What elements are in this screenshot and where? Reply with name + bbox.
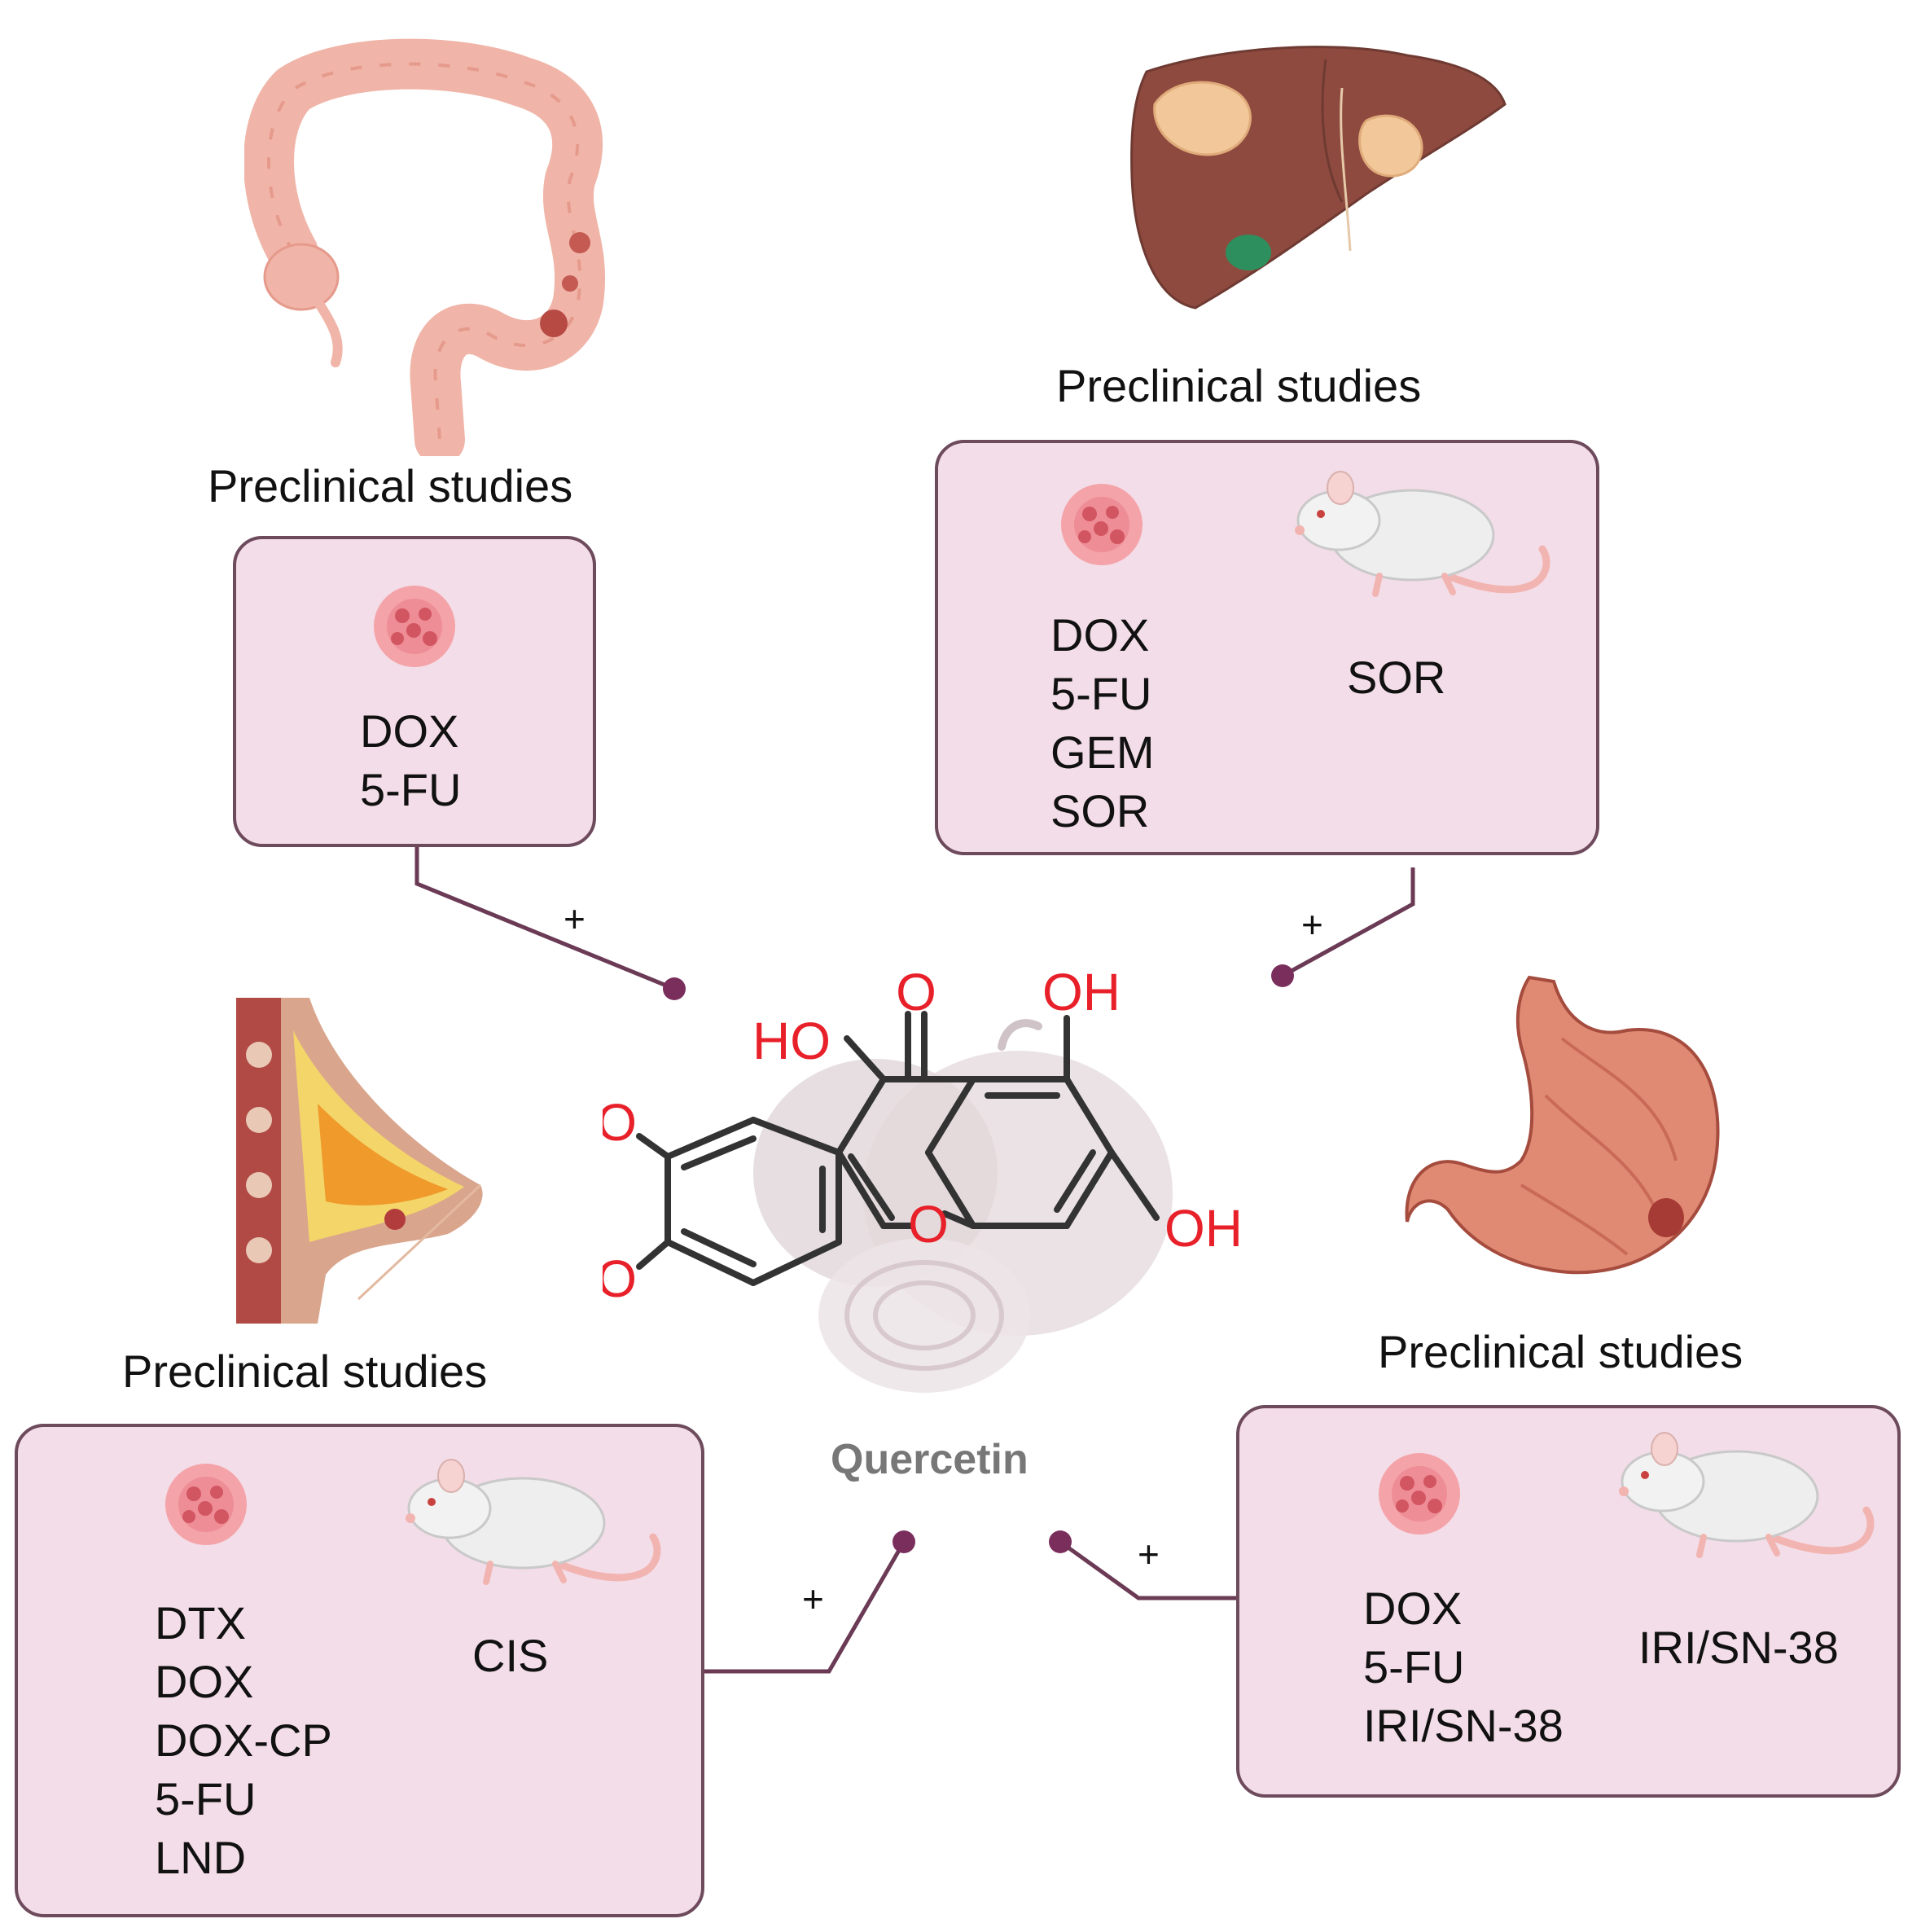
quercetin-structure: O OH HO O OH HO HO bbox=[603, 963, 1243, 1308]
drug-item: IRI/SN-38 bbox=[1638, 1622, 1839, 1673]
atom-carbonyl-o: O bbox=[896, 963, 936, 1021]
drug-item: DOX bbox=[155, 1656, 254, 1707]
connector-stomach bbox=[1059, 1539, 1236, 1600]
colon-heading: Preclinical studies bbox=[208, 460, 573, 512]
connector-node-stomach bbox=[1049, 1530, 1072, 1553]
plus-sign-stomach: + bbox=[1138, 1533, 1160, 1575]
atom-4p-oh: HO bbox=[603, 1249, 637, 1308]
plus-sign-breast: + bbox=[802, 1578, 824, 1620]
atom-5-oh: OH bbox=[1042, 963, 1121, 1021]
drug-item: DOX bbox=[360, 705, 459, 757]
plus-sign-colon: + bbox=[564, 898, 586, 940]
mouse-model-icon bbox=[406, 1459, 661, 1585]
atom-3p-oh: HO bbox=[603, 1093, 637, 1152]
drug-item: CIS bbox=[472, 1630, 549, 1681]
connector-node-breast bbox=[893, 1530, 915, 1553]
drug-item: 5-FU bbox=[1363, 1641, 1465, 1693]
breast-heading: Preclinical studies bbox=[122, 1346, 488, 1397]
connector-liver bbox=[1281, 867, 1415, 978]
drug-item: DOX bbox=[1363, 1583, 1463, 1634]
liver-in-vitro-drugs: DOX 5-FU GEM SOR bbox=[1050, 606, 1155, 841]
cancer-cell-cluster-icon bbox=[374, 586, 455, 667]
colon-organ-icon bbox=[244, 38, 606, 456]
liver-heading: Preclinical studies bbox=[1056, 360, 1422, 411]
stomach-heading: Preclinical studies bbox=[1378, 1326, 1743, 1377]
drug-item: DTX bbox=[155, 1597, 246, 1649]
drug-item: 5-FU bbox=[360, 764, 462, 815]
mouse-model-icon bbox=[1295, 471, 1550, 597]
connector-breast bbox=[704, 1540, 906, 1674]
connector-node-liver bbox=[1271, 964, 1294, 987]
quercetin-label: Quercetin bbox=[831, 1436, 1028, 1483]
stomach-in-vivo-drugs: IRI/SN-38 bbox=[1638, 1618, 1839, 1677]
breast-panel: DTX DOX DOX-CP 5-FU LND CIS bbox=[15, 1424, 704, 1917]
liver-panel: DOX 5-FU GEM SOR SOR bbox=[935, 440, 1599, 855]
mouse-model-icon bbox=[1619, 1432, 1875, 1558]
cancer-cell-cluster-icon bbox=[1379, 1453, 1460, 1535]
breast-in-vivo-drugs: CIS bbox=[472, 1627, 548, 1685]
stomach-organ-icon bbox=[1405, 975, 1720, 1275]
connector-node-colon bbox=[663, 977, 686, 1000]
colon-panel: DOX 5-FU bbox=[233, 536, 596, 847]
cancer-cell-cluster-icon bbox=[1061, 484, 1143, 565]
breast-organ-icon bbox=[236, 998, 483, 1324]
drug-item: 5-FU bbox=[1050, 668, 1152, 719]
connector-colon bbox=[414, 847, 675, 991]
stomach-panel: DOX 5-FU IRI/SN-38 IRI/SN-38 bbox=[1236, 1405, 1901, 1798]
plus-sign-liver: + bbox=[1301, 903, 1323, 946]
breast-in-vitro-drugs: DTX DOX DOX-CP 5-FU LND bbox=[155, 1594, 332, 1887]
drug-item: DOX bbox=[1050, 609, 1150, 661]
drug-item: LND bbox=[155, 1832, 247, 1883]
drug-item: SOR bbox=[1347, 652, 1446, 703]
drug-item: SOR bbox=[1050, 785, 1150, 836]
cancer-cell-cluster-icon bbox=[165, 1464, 247, 1545]
drug-item: DOX-CP bbox=[155, 1715, 332, 1766]
drug-item: 5-FU bbox=[155, 1773, 257, 1824]
liver-in-vivo-drugs: SOR bbox=[1347, 648, 1445, 707]
colon-in-vitro-drugs: DOX 5-FU bbox=[360, 702, 461, 819]
liver-organ-icon bbox=[1130, 46, 1507, 310]
atom-ring-o: O bbox=[908, 1195, 949, 1254]
atom-7-oh: OH bbox=[1164, 1199, 1243, 1258]
drug-item: GEM bbox=[1050, 727, 1155, 778]
atom-3-oh: HO bbox=[752, 1012, 831, 1070]
drug-item: IRI/SN-38 bbox=[1363, 1700, 1564, 1751]
stomach-in-vitro-drugs: DOX 5-FU IRI/SN-38 bbox=[1363, 1579, 1564, 1755]
